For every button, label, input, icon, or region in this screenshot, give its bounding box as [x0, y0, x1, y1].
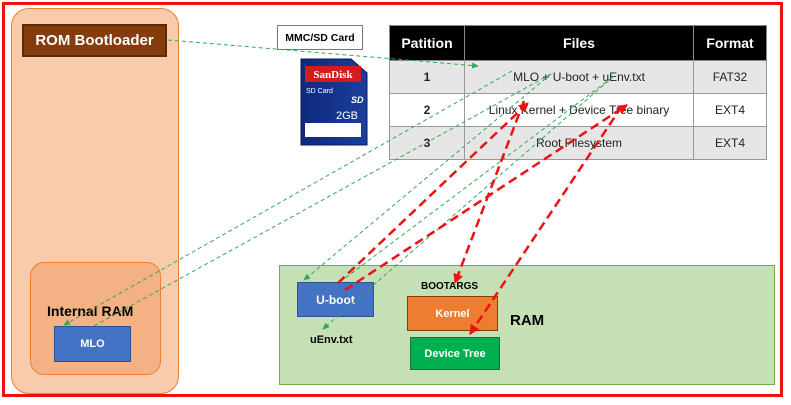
- partition-number: 3: [389, 126, 465, 160]
- rom-bootloader-block: ROM Bootloader: [22, 24, 167, 57]
- sd-card-image: SanDisk SD Card SD 2GB: [300, 58, 368, 146]
- uboot-block: U-boot: [297, 282, 374, 317]
- arrow-rom-to-mlo-file: [167, 39, 479, 69]
- partition-table: Patition Files Format 1 MLO + U-boot + u…: [389, 25, 767, 160]
- red-arrow-uboot-to-kernel-file: [337, 102, 529, 284]
- red-border-frame: [2, 2, 783, 397]
- partition-format: EXT4: [693, 93, 767, 127]
- device-tree-block: Device Tree: [410, 337, 500, 370]
- arrow-uboot-to-uenv-file: [339, 75, 615, 283]
- sd-type-text: SD Card: [306, 88, 333, 95]
- header-format: Format: [693, 25, 767, 61]
- mlo-block: MLO: [54, 326, 131, 362]
- table-row: 1 MLO + U-boot + uEnv.txt FAT32: [389, 60, 767, 94]
- arrow-file-to-mlo-block: [63, 70, 513, 326]
- arrow-file-to-uboot: [303, 73, 552, 281]
- internal-ram-label: Internal RAM: [47, 303, 134, 319]
- ram-label: RAM: [510, 312, 545, 329]
- sd-brand-text: SanDisk: [313, 69, 353, 81]
- sd-logo-text: SD: [351, 95, 364, 105]
- header-partition: Patition: [389, 25, 465, 61]
- arrow-file-to-uenv: [322, 75, 615, 330]
- table-row: 3 Root Filesystem EXT4: [389, 126, 767, 160]
- bootargs-label: BOOTARGS: [421, 281, 479, 292]
- red-arrow-kernel-file-to-kernel: [453, 100, 526, 284]
- sd-capacity-text: 2GB: [336, 110, 358, 122]
- red-arrow-uboot-to-dtb-file: [344, 103, 628, 292]
- arrow-mlo-block-up: [93, 73, 552, 327]
- mmc-sd-card-label: MMC/SD Card: [277, 25, 363, 50]
- header-files: Files: [464, 25, 694, 61]
- partition-files: MLO + U-boot + uEnv.txt: [464, 60, 694, 94]
- red-arrow-dtb-file-to-device-tree: [468, 105, 624, 335]
- uenv-label: uEnv.txt: [310, 334, 353, 346]
- partition-format: EXT4: [693, 126, 767, 160]
- partition-format: FAT32: [693, 60, 767, 94]
- kernel-block: Kernel: [407, 296, 498, 331]
- partition-number: 2: [389, 93, 465, 127]
